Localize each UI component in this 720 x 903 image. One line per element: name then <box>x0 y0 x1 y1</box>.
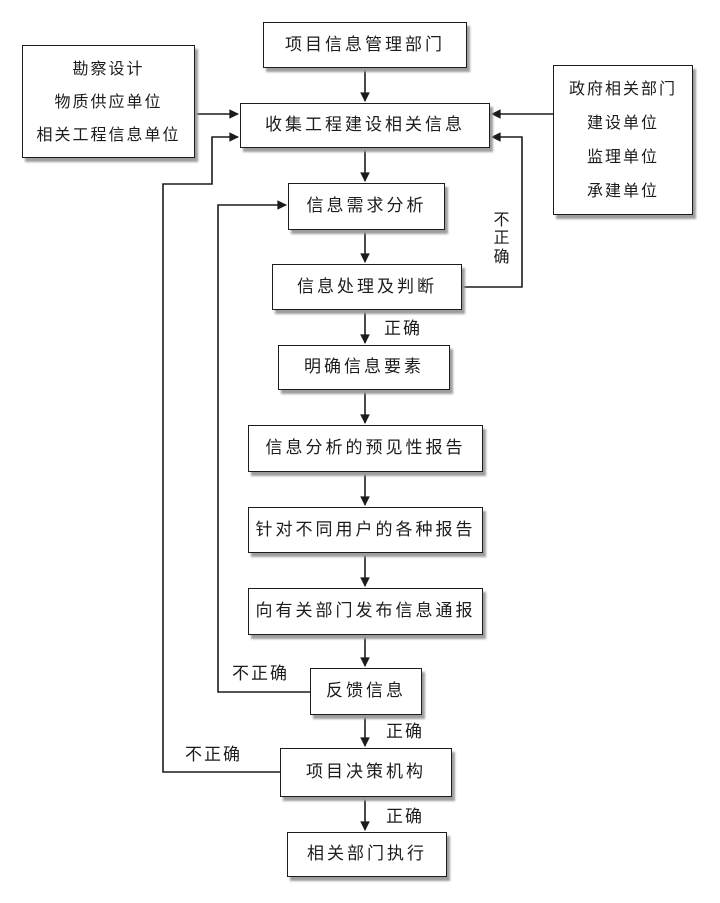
node-label: 信息分析的预见性报告 <box>265 438 466 459</box>
node-clarify-elements: 明确信息要素 <box>278 345 450 390</box>
node-project-info-dept: 项目信息管理部门 <box>263 22 467 68</box>
node-departments-execute: 相关部门执行 <box>287 832 447 877</box>
node-label: 信息处理及判断 <box>297 276 437 297</box>
node-label: 明确信息要素 <box>304 357 424 378</box>
node-label: 项目决策机构 <box>306 762 426 783</box>
node-label: 相关部门执行 <box>307 844 427 865</box>
node-process-judge: 信息处理及判断 <box>272 264 462 310</box>
edge-label-correct-after-process: 正确 <box>384 319 422 339</box>
edge-label-correct-after-decision: 正确 <box>386 807 424 827</box>
node-predictive-report: 信息分析的预见性报告 <box>248 425 483 472</box>
edge-label-incorrect-decision-loop: 不正确 <box>185 745 242 765</box>
node-feedback-info: 反馈信息 <box>310 668 422 715</box>
group-line-supervision-unit: 监理单位 <box>586 147 659 167</box>
node-label: 项目信息管理部门 <box>285 34 445 55</box>
node-decision-body: 项目决策机构 <box>280 748 452 797</box>
group-line-survey-design: 勘察设计 <box>72 58 145 78</box>
edge-label-incorrect-feedback-loop: 不正确 <box>232 664 289 684</box>
node-source-units-left: 勘察设计 物质供应单位 相关工程信息单位 <box>22 45 195 158</box>
edge-label-incorrect-process-loop: 不正确 <box>493 210 510 266</box>
group-line-contractor-unit: 承建单位 <box>586 181 659 201</box>
node-label: 向有关部门发布信息通报 <box>255 601 476 622</box>
node-demand-analysis: 信息需求分析 <box>288 183 445 230</box>
group-line-related-info-unit: 相关工程信息单位 <box>36 124 181 144</box>
node-source-units-right: 政府相关部门 建设单位 监理单位 承建单位 <box>553 65 693 215</box>
group-line-government: 政府相关部门 <box>568 79 677 99</box>
node-publish-notification: 向有关部门发布信息通报 <box>248 588 483 635</box>
node-user-reports: 针对不同用户的各种报告 <box>248 507 483 553</box>
node-label: 针对不同用户的各种报告 <box>255 519 476 540</box>
group-line-construction-unit: 建设单位 <box>586 113 659 133</box>
node-collect-info: 收集工程建设相关信息 <box>240 103 490 148</box>
edge-label-correct-after-feedback: 正确 <box>386 722 424 742</box>
node-label: 反馈信息 <box>326 681 406 702</box>
node-label: 信息需求分析 <box>306 196 427 217</box>
node-label: 收集工程建设相关信息 <box>265 115 465 136</box>
group-line-material-supply: 物质供应单位 <box>54 91 163 111</box>
